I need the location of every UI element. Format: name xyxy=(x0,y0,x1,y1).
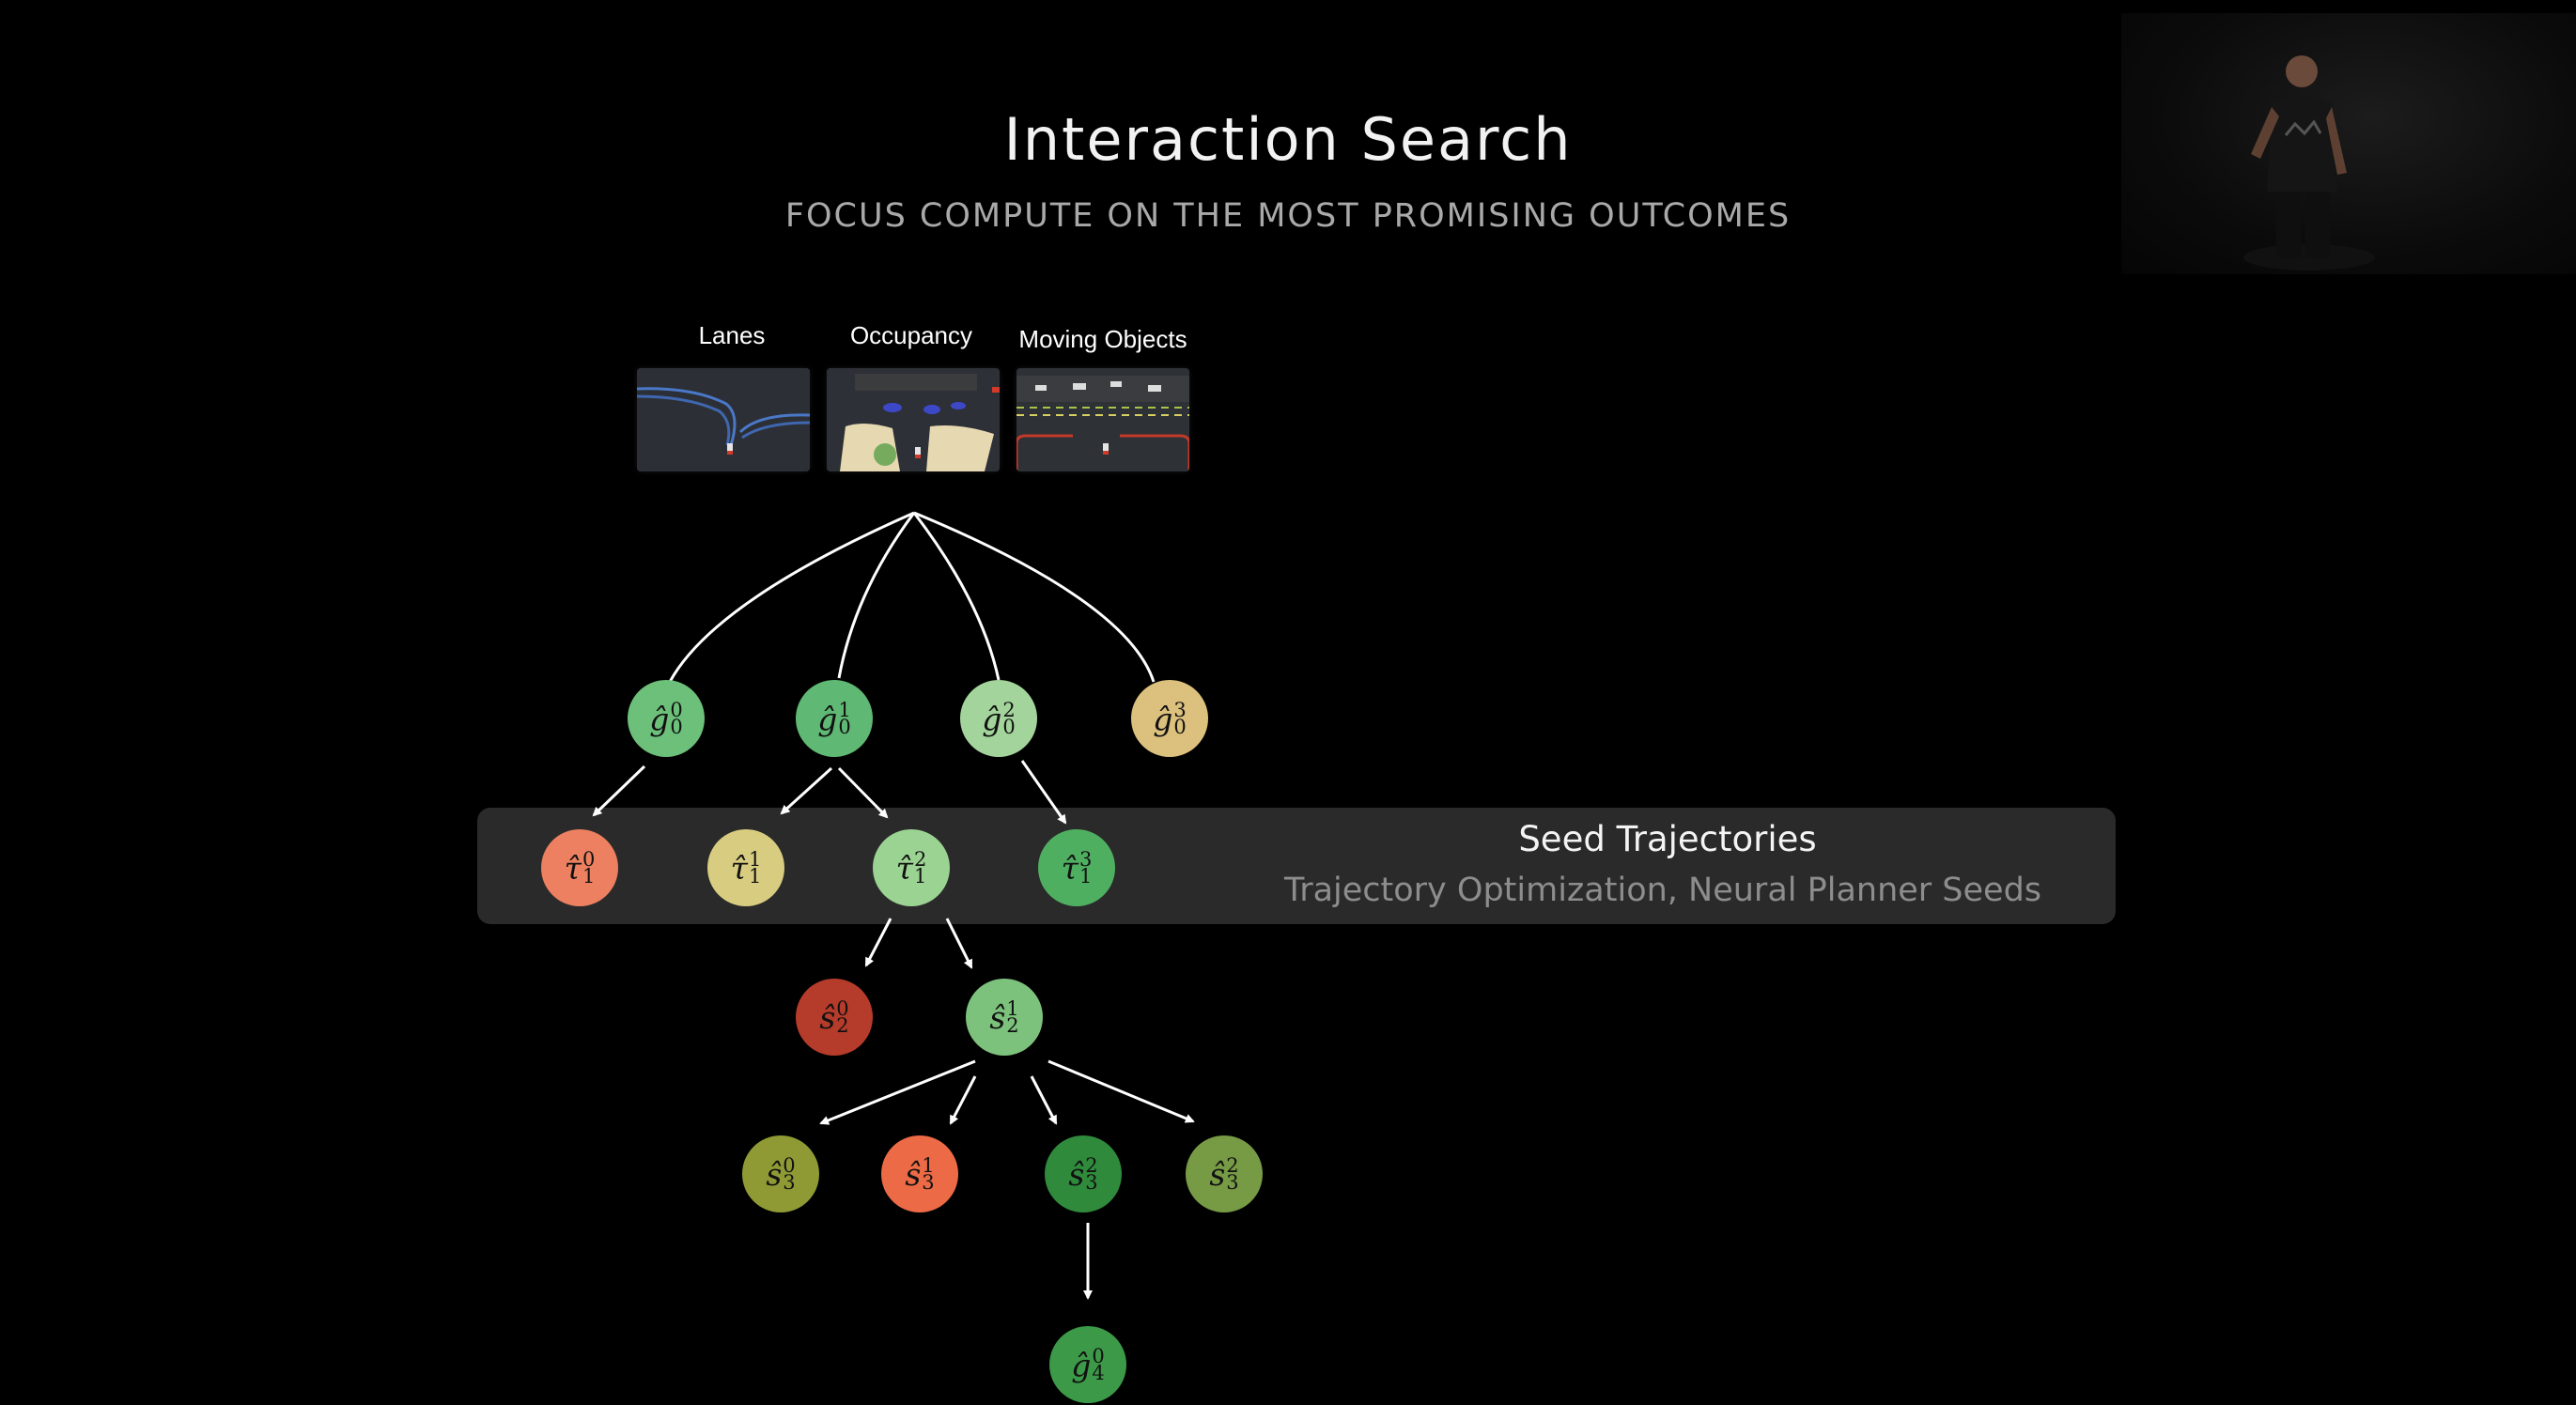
node-superscript: 2 xyxy=(1226,1154,1239,1177)
edge-s21-s30 xyxy=(819,1059,976,1125)
edge-s21-s31 xyxy=(949,1075,977,1125)
speaker-video xyxy=(2121,13,2576,274)
input-label-lanes: Lanes xyxy=(698,321,766,349)
node-superscript: 1 xyxy=(1006,997,1019,1020)
edge-root-g01 xyxy=(837,512,916,679)
edge-g02-t13 xyxy=(1020,760,1067,825)
edge-g00-t10 xyxy=(592,764,646,817)
edge-root-g00 xyxy=(668,511,915,683)
band-title: Seed Trajectories xyxy=(1518,819,1817,859)
node-subscript: 1 xyxy=(913,865,927,888)
node-subscript: 0 xyxy=(1173,716,1187,738)
node-symbol: ĝ xyxy=(817,700,838,737)
node-symbol: τ̂ xyxy=(564,849,582,887)
edge-root-g03 xyxy=(913,511,1156,683)
node-symbol: τ̂ xyxy=(895,849,913,887)
node-superscript: 1 xyxy=(748,848,762,871)
node-superscript: 2 xyxy=(1002,699,1016,721)
node-subscript: 3 xyxy=(783,1171,796,1194)
node-subscript: 3 xyxy=(1226,1171,1239,1194)
node-symbol: ŝ xyxy=(1209,1155,1226,1193)
node-subscript: 1 xyxy=(582,865,596,888)
node-subscript: 2 xyxy=(1006,1014,1019,1037)
node-symbol: ŝ xyxy=(905,1155,922,1193)
node-subscript: 0 xyxy=(670,716,683,738)
node-symbol: ĝ xyxy=(649,700,670,737)
node-superscript: 0 xyxy=(1092,1345,1105,1367)
node-subscript: 2 xyxy=(836,1014,849,1037)
edge-g01-t12 xyxy=(837,766,889,819)
node-superscript: 2 xyxy=(913,848,927,871)
node-subscript: 1 xyxy=(748,865,762,888)
node-symbol: ĝ xyxy=(982,700,1002,737)
edge-s21-s33 xyxy=(1047,1059,1195,1123)
edge-root-g02 xyxy=(912,512,1001,681)
node-superscript: 0 xyxy=(582,848,596,871)
node-symbol: ŝ xyxy=(989,998,1006,1036)
input-label-occupancy: Occupancy xyxy=(849,321,973,349)
edge-t12-s21 xyxy=(945,918,973,969)
node-symbol: ŝ xyxy=(819,998,836,1036)
moving-objects-thumbnail xyxy=(1016,368,1189,471)
slide-title: Interaction Search xyxy=(1003,105,1573,174)
node-subscript: 1 xyxy=(1079,865,1093,888)
node-superscript: 0 xyxy=(670,699,683,721)
node-symbol: τ̂ xyxy=(730,849,748,887)
node-subscript: 4 xyxy=(1092,1362,1105,1384)
edge-g01-t11 xyxy=(780,766,833,815)
node-subscript: 3 xyxy=(1085,1171,1098,1194)
node-superscript: 1 xyxy=(838,699,851,721)
input-label-moving-objects: Moving Objects xyxy=(1018,325,1187,353)
node-superscript: 3 xyxy=(1079,848,1093,871)
node-superscript: 1 xyxy=(922,1154,935,1177)
edge-s21-s32 xyxy=(1030,1075,1058,1125)
band-subtitle: Trajectory Optimization, Neural Planner … xyxy=(1283,872,2042,909)
edge-t12-s20 xyxy=(864,918,892,967)
node-superscript: 3 xyxy=(1173,699,1187,721)
node-superscript: 2 xyxy=(1085,1154,1098,1177)
node-subscript: 3 xyxy=(922,1171,935,1194)
node-symbol: ŝ xyxy=(766,1155,783,1193)
node-symbol: ŝ xyxy=(1068,1155,1085,1193)
occupancy-thumbnail xyxy=(827,368,1000,471)
node-symbol: ĝ xyxy=(1153,700,1173,737)
slide-subtitle: FOCUS COMPUTE ON THE MOST PROMISING OUTC… xyxy=(784,197,1792,235)
node-subscript: 0 xyxy=(838,716,851,738)
node-symbol: τ̂ xyxy=(1061,849,1079,887)
lanes-thumbnail xyxy=(637,368,810,471)
node-symbol: ĝ xyxy=(1071,1346,1092,1383)
node-superscript: 0 xyxy=(836,997,849,1020)
node-subscript: 0 xyxy=(1002,716,1016,738)
node-superscript: 0 xyxy=(783,1154,796,1177)
